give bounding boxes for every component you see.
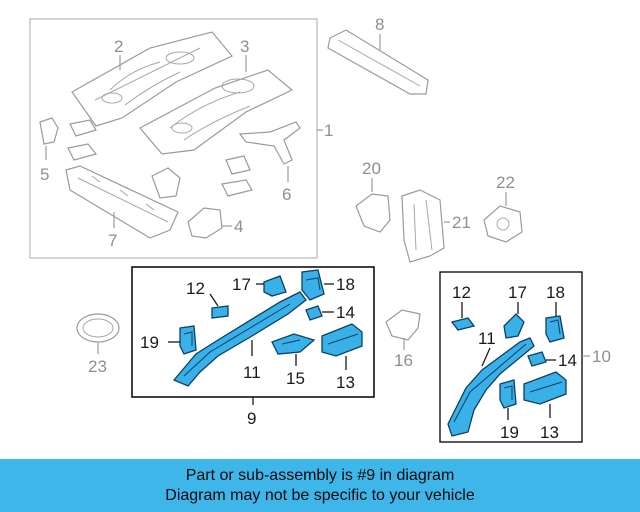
callout-14b: 14	[558, 351, 577, 370]
info-banner: Part or sub-assembly is #9 in diagram Di…	[0, 459, 640, 512]
callout-12b: 12	[452, 283, 471, 302]
small-bracket-b[interactable]	[67, 143, 98, 161]
plug-23-group: 23	[76, 313, 120, 376]
bracket-17b[interactable]	[503, 313, 525, 339]
parts-diagram: 1 2 3 5 7 4	[29, 15, 611, 443]
floor-assembly-frame	[29, 18, 318, 259]
bracket-19a[interactable]	[179, 325, 197, 355]
callout-18a: 18	[336, 275, 355, 294]
bracket-19b[interactable]	[499, 379, 517, 409]
callout-4: 4	[234, 217, 243, 236]
mount-22[interactable]	[483, 205, 523, 243]
reinforcement-13b[interactable]	[523, 371, 567, 405]
callout-19a: 19	[140, 333, 159, 352]
callout-16: 16	[394, 351, 413, 370]
callout-17a: 17	[232, 275, 251, 294]
callout-11b: 11	[478, 329, 496, 348]
pillar-21[interactable]	[401, 189, 445, 263]
mount-bracket-c[interactable]	[151, 167, 181, 199]
callout-7: 7	[108, 231, 117, 250]
clip-14a[interactable]	[305, 305, 323, 321]
callout-19b: 19	[500, 423, 519, 442]
cross-member-7[interactable]	[65, 165, 179, 239]
bracket-20[interactable]	[355, 193, 391, 233]
callout-14a: 14	[336, 303, 355, 322]
assembly-10-group: 10 11 12 17 18 14 19 13	[439, 271, 611, 443]
clip-14b[interactable]	[527, 351, 547, 367]
plate-d[interactable]	[221, 179, 253, 197]
bracket-18b[interactable]	[545, 315, 565, 343]
callout-3: 3	[240, 37, 249, 56]
callout-15: 15	[286, 369, 305, 388]
assembly-10-frame	[439, 271, 583, 443]
callout-23: 23	[88, 357, 107, 376]
bracket-4[interactable]	[187, 207, 223, 239]
callout-13b: 13	[540, 423, 559, 442]
floor-assembly-group: 1 2 3 5 7 4	[29, 18, 333, 259]
callout-11a: 11	[243, 363, 261, 382]
bracket-16-group: 16	[385, 309, 421, 370]
callout-22: 22	[496, 173, 515, 192]
callout-1: 1	[324, 121, 333, 140]
bracket-18a[interactable]	[301, 269, 325, 301]
bracket-5[interactable]	[39, 117, 59, 145]
callout-17b: 17	[508, 283, 527, 302]
side-rail-11a[interactable]	[172, 291, 307, 387]
callout-21: 21	[452, 213, 471, 232]
callout-2: 2	[114, 37, 123, 56]
middle-right-parts: 20 21 22	[355, 159, 523, 263]
plate-12b[interactable]	[450, 317, 476, 331]
rail-8-group: 8	[327, 15, 429, 95]
bracket-15[interactable]	[271, 333, 316, 355]
assembly-9-group: 11 12 17 18 14 19 15 13 9	[131, 266, 375, 428]
banner-line-1: Part or sub-assembly is #9 in diagram	[185, 466, 455, 484]
callout-5: 5	[40, 165, 49, 184]
callout-12a: 12	[186, 279, 205, 298]
callout-13a: 13	[336, 373, 355, 392]
callout-20: 20	[362, 159, 381, 178]
callout-6: 6	[282, 185, 291, 204]
small-bracket-a[interactable]	[69, 119, 97, 137]
plate-12a[interactable]	[211, 305, 229, 319]
bracket-16[interactable]	[385, 309, 421, 341]
reinforcement-13a[interactable]	[321, 323, 363, 357]
callout-18b: 18	[546, 283, 565, 302]
callout-9: 9	[247, 409, 256, 428]
callout-8: 8	[375, 15, 384, 34]
y-brace-6[interactable]	[238, 121, 301, 165]
bracket-17a[interactable]	[263, 275, 287, 297]
plate-e[interactable]	[225, 155, 251, 175]
callout-10: 10	[592, 347, 611, 366]
banner-line-2: Diagram may not be specific to your vehi…	[165, 486, 475, 504]
side-rail-11b[interactable]	[447, 337, 535, 437]
